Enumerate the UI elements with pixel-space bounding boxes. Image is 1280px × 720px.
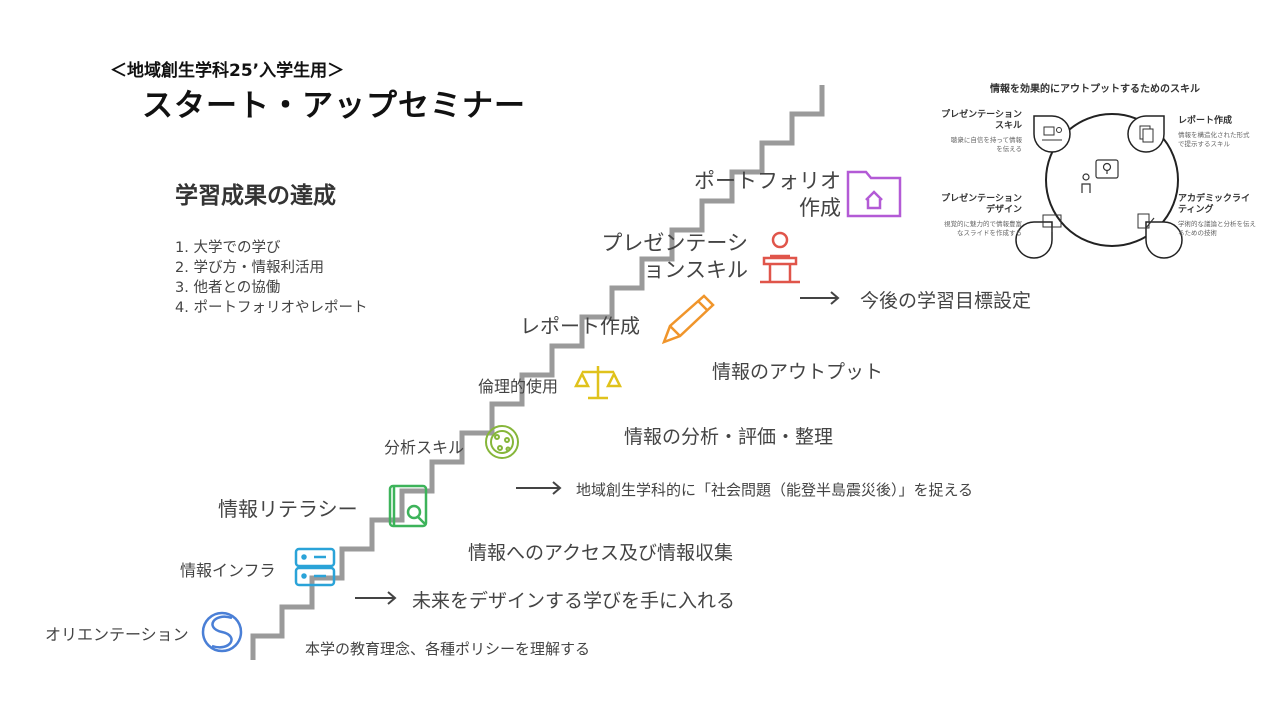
- step-label-info-literacy: 情報リテラシー: [218, 497, 358, 521]
- note-design-learning: 未来をデザインする学びを手に入れる: [412, 590, 736, 612]
- book-search-icon: [388, 484, 428, 528]
- document-stack-icon: [1127, 115, 1165, 153]
- skill-desc: 視覚的に魅力的で情報豊富なスライドを作成する: [944, 220, 1022, 237]
- scales-icon: [573, 366, 623, 400]
- step-label-line: 作成: [799, 196, 841, 220]
- presenter-icon: [760, 231, 800, 284]
- note-analysis: 情報の分析・評価・整理: [624, 426, 834, 448]
- arrow-icon: [516, 481, 562, 495]
- outcome-item: 2. 学び方・情報利活用: [175, 260, 324, 276]
- subtitle: ＜地域創生学科25’入学生用＞: [110, 61, 345, 81]
- outcome-item: 1. 大学での学び: [175, 240, 281, 256]
- bacteria-icon: [485, 425, 519, 459]
- page-title: スタート・アップセミナー: [142, 88, 526, 124]
- s-swirl-icon: [201, 611, 243, 653]
- skills-title: 情報を効果的にアウトプットするためのスキル: [990, 84, 1200, 95]
- outcomes-heading: 学習成果の達成: [175, 183, 336, 209]
- skills-ring: [1045, 113, 1179, 247]
- note-future-goals: 今後の学習目標設定: [860, 290, 1032, 312]
- note-output: 情報のアウトプット: [712, 361, 884, 383]
- skill-title: ティング: [1178, 205, 1214, 215]
- step-label-ethics: 倫理的使用: [478, 377, 559, 396]
- skill-node-academic-writing: アカデミックライ ティング 学術的な議論と分析を伝えるための技術: [1178, 194, 1258, 238]
- note-social-issue: 地域創生学科的に「社会問題（能登半島震災後）」を捉える: [576, 481, 974, 499]
- skill-desc: 聴衆に自信を持って情報を伝える: [950, 136, 1022, 153]
- skill-title: アカデミックライ: [1178, 194, 1251, 204]
- writing-icon: [1137, 213, 1183, 259]
- skill-title: スキル: [994, 121, 1022, 131]
- slide-screen-icon: [1015, 214, 1062, 259]
- skill-title: レポート作成: [1178, 116, 1233, 126]
- skill-desc: 学術的な議論と分析を伝えるための技術: [1178, 220, 1256, 237]
- outcome-item: 3. 他者との協働: [175, 280, 281, 296]
- skill-node-presentation: プレゼンテーション スキル 聴衆に自信を持って情報を伝える: [932, 110, 1022, 154]
- note-philosophy: 本学の教育理念、各種ポリシーを理解する: [305, 640, 591, 658]
- step-label-presentation: プレゼンテーシ ョンスキル: [588, 230, 748, 284]
- outcome-item: 4. ポートフォリオやレポート: [175, 300, 368, 316]
- folder-home-icon: [846, 170, 902, 218]
- people-board-icon: [1033, 115, 1071, 153]
- step-label-line: ポートフォリオ: [694, 169, 841, 193]
- skill-node-slide-design: プレゼンテーション デザイン 視覚的に魅力的で情報豊富なスライドを作成する: [932, 194, 1022, 238]
- step-label-orientation: オリエンテーション: [45, 625, 189, 644]
- step-label-report: レポート作成: [520, 314, 640, 338]
- person-idea-icon: [1081, 159, 1119, 193]
- skill-title: プレゼンテーション: [941, 194, 1022, 204]
- skill-title: プレゼンテーション: [941, 110, 1022, 120]
- step-label-info-infra: 情報インフラ: [180, 561, 276, 580]
- outcomes-list: 1. 大学での学び 2. 学び方・情報利活用 3. 他者との協働 4. ポートフ…: [175, 238, 367, 318]
- skill-node-report: レポート作成 情報を構造化された形式で提示するスキル: [1178, 116, 1253, 149]
- arrow-icon: [800, 291, 840, 305]
- staircase-line: [250, 85, 825, 660]
- step-label-portfolio: ポートフォリオ 作成: [676, 168, 841, 222]
- server-icon: [294, 547, 336, 587]
- arrow-icon: [355, 591, 397, 605]
- step-label-line: プレゼンテーシ: [601, 231, 748, 255]
- note-info-access: 情報へのアクセス及び情報収集: [468, 542, 734, 564]
- skill-title: デザイン: [985, 205, 1022, 215]
- pencil-icon: [661, 294, 715, 345]
- skill-desc: 情報を構造化された形式で提示するスキル: [1178, 131, 1250, 148]
- step-label-analysis: 分析スキル: [384, 438, 465, 457]
- step-label-line: ョンスキル: [643, 258, 748, 282]
